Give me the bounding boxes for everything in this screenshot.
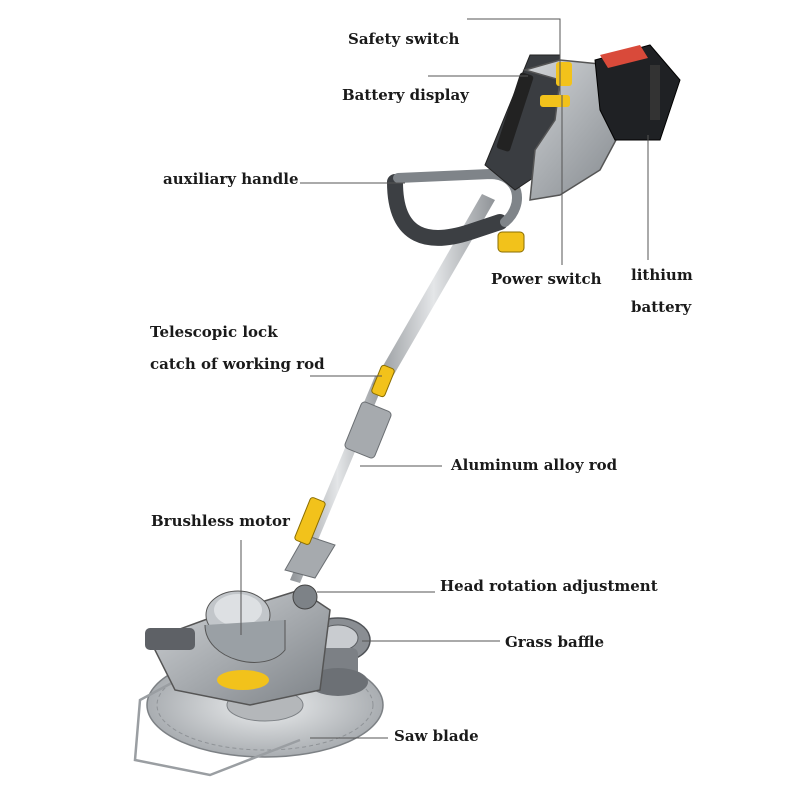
label-brushless-motor: Brushless motor: [151, 512, 290, 530]
label-lithium: lithium: [631, 266, 693, 284]
label-grass-baffle: Grass baffle: [505, 633, 605, 651]
label-head-rotation-adjustment: Head rotation adjustment: [440, 577, 658, 595]
label-aluminum-alloy-rod: Aluminum alloy rod: [451, 456, 618, 474]
guard-wire: [133, 663, 301, 777]
telescopic-lock-catch: [294, 364, 395, 545]
motor-head: [145, 584, 331, 706]
label-battery: battery: [631, 298, 692, 316]
label-power-switch: Power switch: [491, 270, 602, 288]
auxiliary-handle: [387, 168, 525, 253]
label-catch-of-working-rod: catch of working rod: [150, 355, 325, 373]
lithium-battery: [594, 44, 681, 141]
leader-lines: [240, 18, 649, 739]
label-auxiliary-handle: auxiliary handle: [163, 170, 299, 188]
label-telescopic-lock: Telescopic lock: [150, 323, 278, 341]
label-battery-display: Battery display: [342, 86, 469, 104]
label-saw-blade: Saw blade: [394, 727, 479, 745]
label-safety-switch: Safety switch: [348, 30, 460, 48]
